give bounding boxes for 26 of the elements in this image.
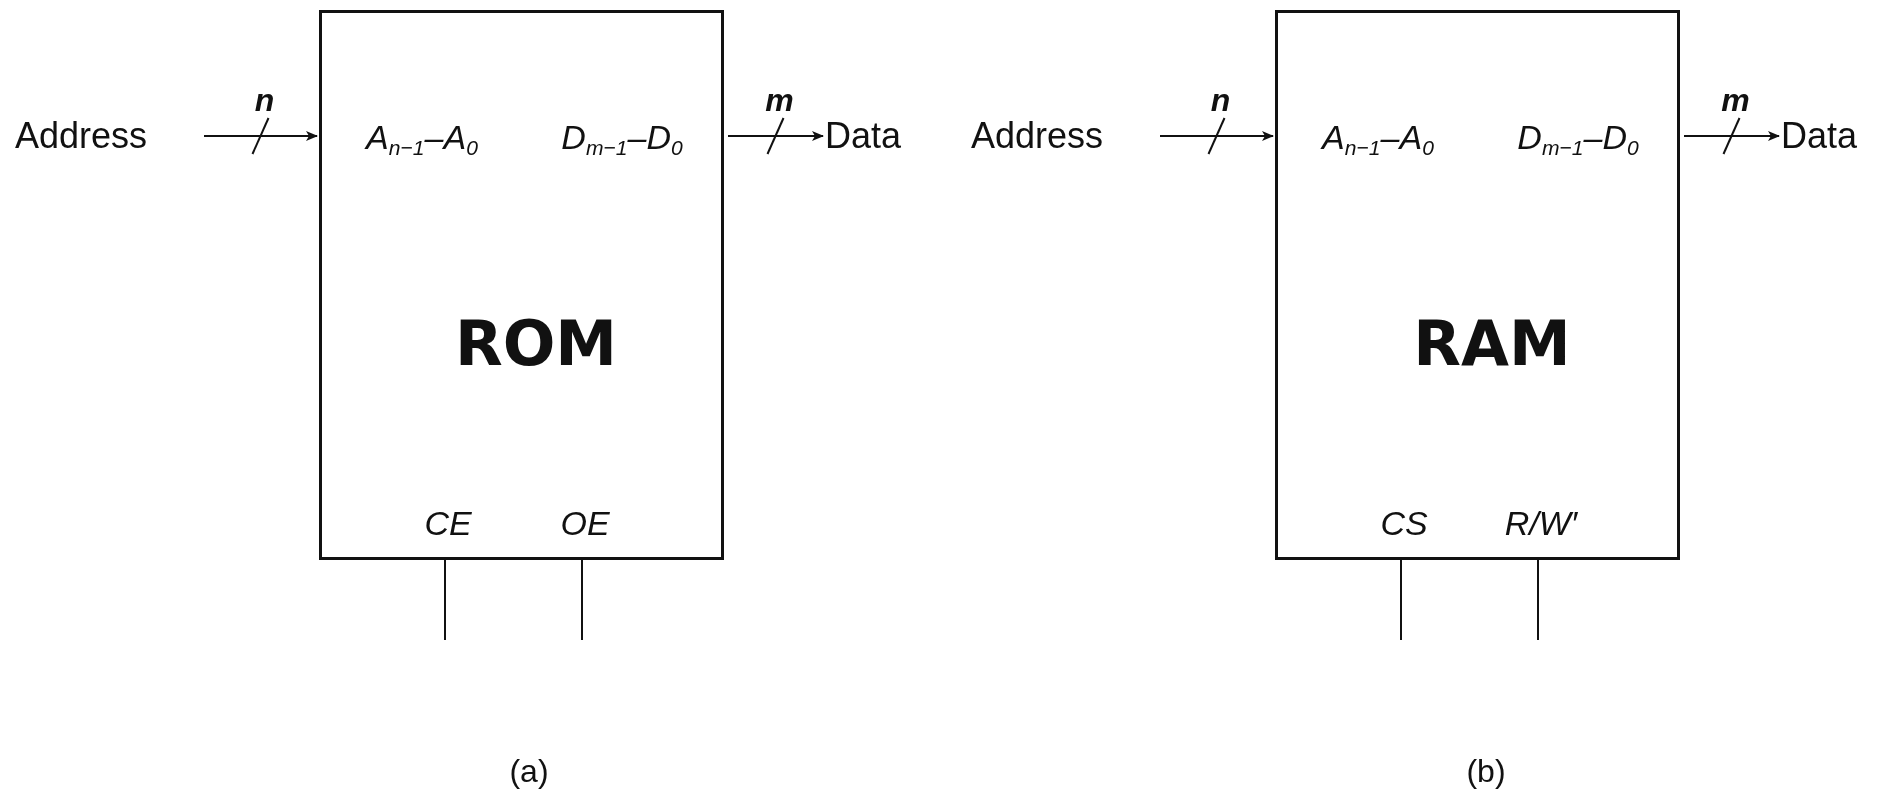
pin-label: A$_{n−1}$–A$_{0}$	[1322, 118, 1434, 160]
pin-label: OE	[560, 505, 610, 543]
signal-name: Data	[1781, 112, 1858, 160]
chip-title: RAM	[1413, 306, 1571, 380]
pin-line	[1400, 559, 1402, 641]
signal-name: Data	[825, 112, 902, 160]
pin-label: R/W′	[1504, 505, 1578, 543]
memory-chip-box	[1275, 10, 1680, 560]
pin-label: CS	[1380, 505, 1428, 543]
pin-label: A$_{n−1}$–A$_{0}$	[366, 118, 478, 160]
bus-arrow	[1683, 131, 1780, 141]
bus-arrow	[203, 131, 318, 141]
pin-label: D$_{m−1}$–D$_{0}$	[1517, 118, 1639, 160]
subfigure-label: (a)	[509, 752, 549, 790]
pin-label: CE	[424, 505, 472, 543]
pin-line	[581, 559, 583, 641]
signal-name: Address	[971, 112, 1104, 160]
memory-chip-box	[319, 10, 724, 560]
pin-label: D$_{m−1}$–D$_{0}$	[561, 118, 683, 160]
bus-arrow	[1159, 131, 1274, 141]
chip-title: ROM	[454, 306, 618, 380]
signal-name: Address	[15, 112, 148, 160]
subfigure-label: (b)	[1466, 752, 1506, 790]
pin-line	[1537, 559, 1539, 641]
bus-arrow	[727, 131, 824, 141]
pin-line	[444, 559, 446, 641]
